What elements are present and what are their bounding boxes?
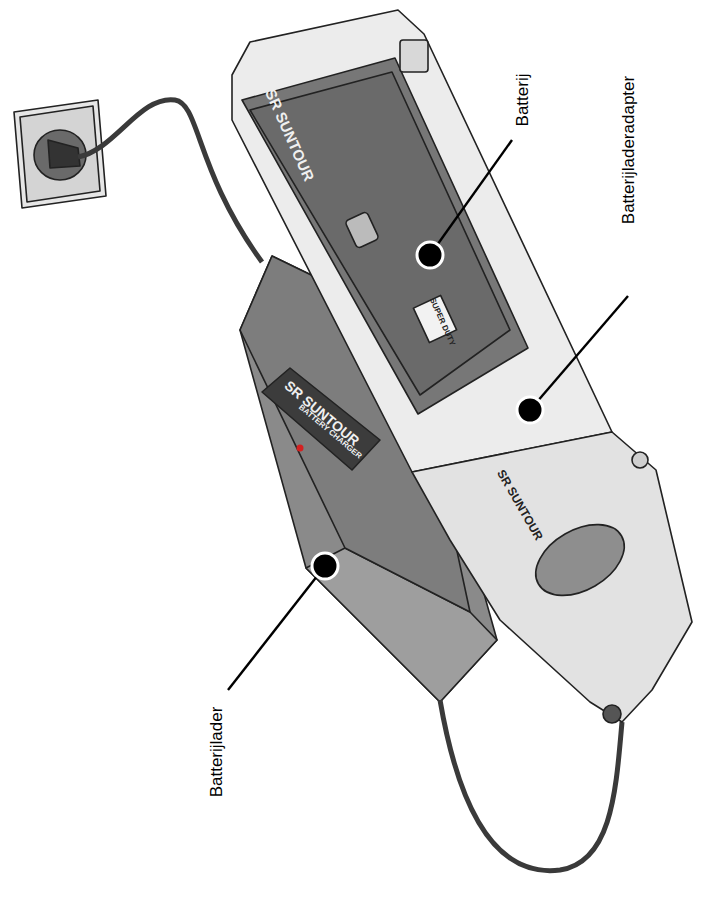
leader-line bbox=[430, 140, 512, 255]
callout-dot bbox=[312, 553, 338, 579]
leader-line bbox=[228, 566, 325, 690]
sticker-text: SUPER DUTY bbox=[428, 297, 456, 347]
battery-panel-inner bbox=[250, 72, 510, 395]
part-name: Batterijladeradapter bbox=[620, 76, 637, 224]
brand-logo: SR SUNTOUR bbox=[495, 468, 545, 543]
battery-clip bbox=[400, 40, 428, 72]
adapter-plug bbox=[603, 705, 621, 723]
adapter-body bbox=[412, 432, 692, 722]
part-name: Batterijlader bbox=[208, 707, 225, 798]
callout-dot bbox=[517, 397, 543, 423]
leader-line bbox=[530, 296, 628, 410]
battery-body bbox=[232, 10, 612, 472]
charge-cable bbox=[440, 700, 622, 871]
charger-logo-plate bbox=[262, 368, 380, 470]
callout-dot bbox=[417, 242, 443, 268]
adapter-button bbox=[632, 452, 648, 468]
part-name: Batterij bbox=[514, 74, 531, 127]
brand-logo: SR SUNTOUR bbox=[282, 378, 362, 448]
plug bbox=[48, 140, 80, 168]
battery-connector bbox=[345, 211, 379, 248]
adapter-grip bbox=[523, 510, 636, 610]
brand-logo: SR SUNTOUR bbox=[263, 87, 317, 183]
battery-panel bbox=[242, 58, 528, 414]
charge-led bbox=[297, 445, 304, 452]
